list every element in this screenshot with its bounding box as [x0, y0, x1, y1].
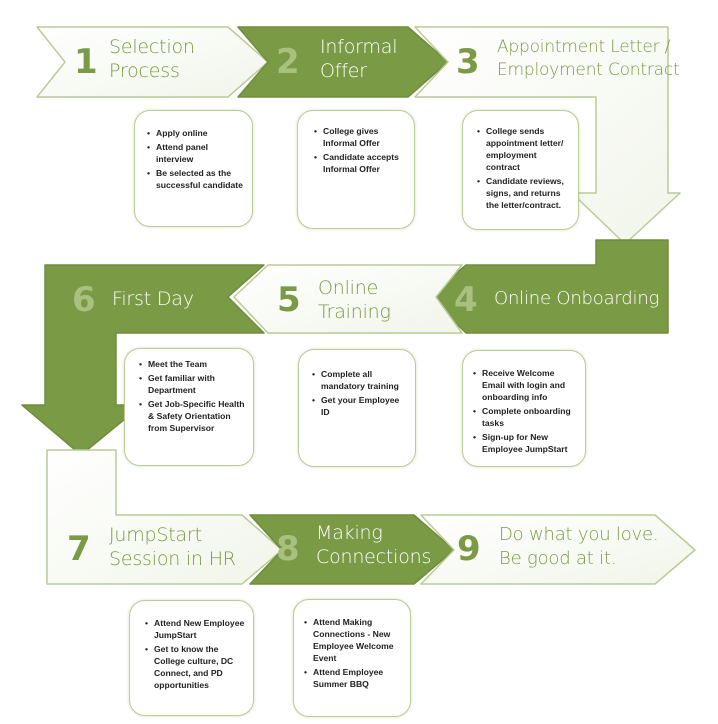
step-2-number: 2: [276, 42, 300, 82]
step-4-title-line1: Online Onboarding: [494, 288, 660, 309]
step-1-arrow: [36, 26, 269, 98]
step-6-details: Meet the Team Get familiar with Departme…: [124, 348, 254, 466]
step-3-bullet: College sends appointment letter/ employ…: [477, 125, 572, 173]
step-6-bullet: Get familiar with Department: [139, 372, 247, 396]
step-4-details: Receive Welcome Email with login and onb…: [462, 350, 586, 467]
step-8-arrow: [249, 514, 455, 585]
step-8-bullet: Attend Employee Summer BBQ: [304, 666, 405, 690]
step-7-title-line2: Session in HR: [109, 548, 236, 570]
step-3-number: 3: [456, 42, 480, 82]
step-2-details: College gives Informal Offer Candidate a…: [297, 110, 415, 229]
step-2-title-line2: Offer: [320, 60, 367, 82]
step-4-bullet: Receive Welcome Email with login and onb…: [473, 367, 579, 403]
step-7-title-line1: JumpStart: [109, 524, 202, 546]
step-4-bullet: Complete onboarding tasks: [473, 405, 579, 429]
step-6-arrow: [21, 264, 265, 456]
step-3-bullet: Candidate reviews, signs, and returns th…: [477, 175, 572, 211]
step-1-bullet: Be selected as the successful candidate: [147, 167, 244, 191]
step-3-title-line1: Appointment Letter /: [497, 37, 671, 57]
step-5-details: Complete all mandatory training Get your…: [298, 349, 416, 467]
step-9-title-line2: Be good at it.: [499, 548, 617, 569]
step-3-title-line2: Employment Contract: [497, 60, 680, 80]
step-5-title-line2: Training: [318, 301, 391, 323]
step-8-number: 8: [276, 529, 300, 569]
step-5-title-line1: Online: [318, 277, 379, 299]
step-2-bullet: Candidate accepts Informal Offer: [314, 151, 406, 175]
step-5-bullet: Complete all mandatory training: [312, 368, 409, 392]
step-1-bullet: Attend panel interview: [147, 141, 244, 165]
step-2-arrow: [237, 26, 449, 98]
step-7-arrow: [46, 449, 283, 585]
step-6-bullet: Meet the Team: [139, 358, 247, 370]
step-1-details: Apply online Attend panel interview Be s…: [134, 110, 253, 227]
step-9-title-line1: Do what you love.: [499, 524, 659, 545]
step-2-title-line1: Informal: [320, 36, 398, 58]
step-6-title-line1: First Day: [112, 288, 194, 310]
step-5-bullet: Get your Employee ID: [312, 394, 409, 418]
step-7-bullet: Attend New Employee JumpStart: [145, 617, 247, 641]
step-4-bullet: Sign-up for New Employee JumpStart: [473, 431, 579, 455]
step-8-bullet: Attend Making Connections - New Employee…: [304, 616, 405, 664]
step-5-number: 5: [277, 280, 301, 320]
step-6-number: 6: [72, 280, 96, 320]
step-1-title-line2: Process: [109, 60, 180, 82]
step-3-details: College sends appointment letter/ employ…: [462, 110, 579, 230]
step-7-number: 7: [67, 529, 91, 569]
step-8-title-line2: Connections: [316, 546, 432, 568]
step-5-arrow: [233, 264, 463, 334]
step-8-title-line1: Making: [316, 522, 383, 544]
step-1-number: 1: [74, 42, 98, 82]
step-6-bullet: Get Job-Specific Health & Safety Orienta…: [139, 398, 247, 434]
step-9-number: 9: [457, 529, 481, 569]
step-7-details: Attend New Employee JumpStart Get to kno…: [129, 600, 254, 716]
step-9-arrow: [420, 514, 696, 585]
step-4-number: 4: [454, 280, 478, 320]
step-2-bullet: College gives Informal Offer: [314, 125, 406, 149]
step-7-bullet: Get to know the College culture, DC Conn…: [145, 643, 247, 691]
step-8-details: Attend Making Connections - New Employee…: [293, 599, 411, 717]
step-1-bullet: Apply online: [147, 127, 244, 139]
step-1-title-line1: Selection: [109, 36, 195, 58]
